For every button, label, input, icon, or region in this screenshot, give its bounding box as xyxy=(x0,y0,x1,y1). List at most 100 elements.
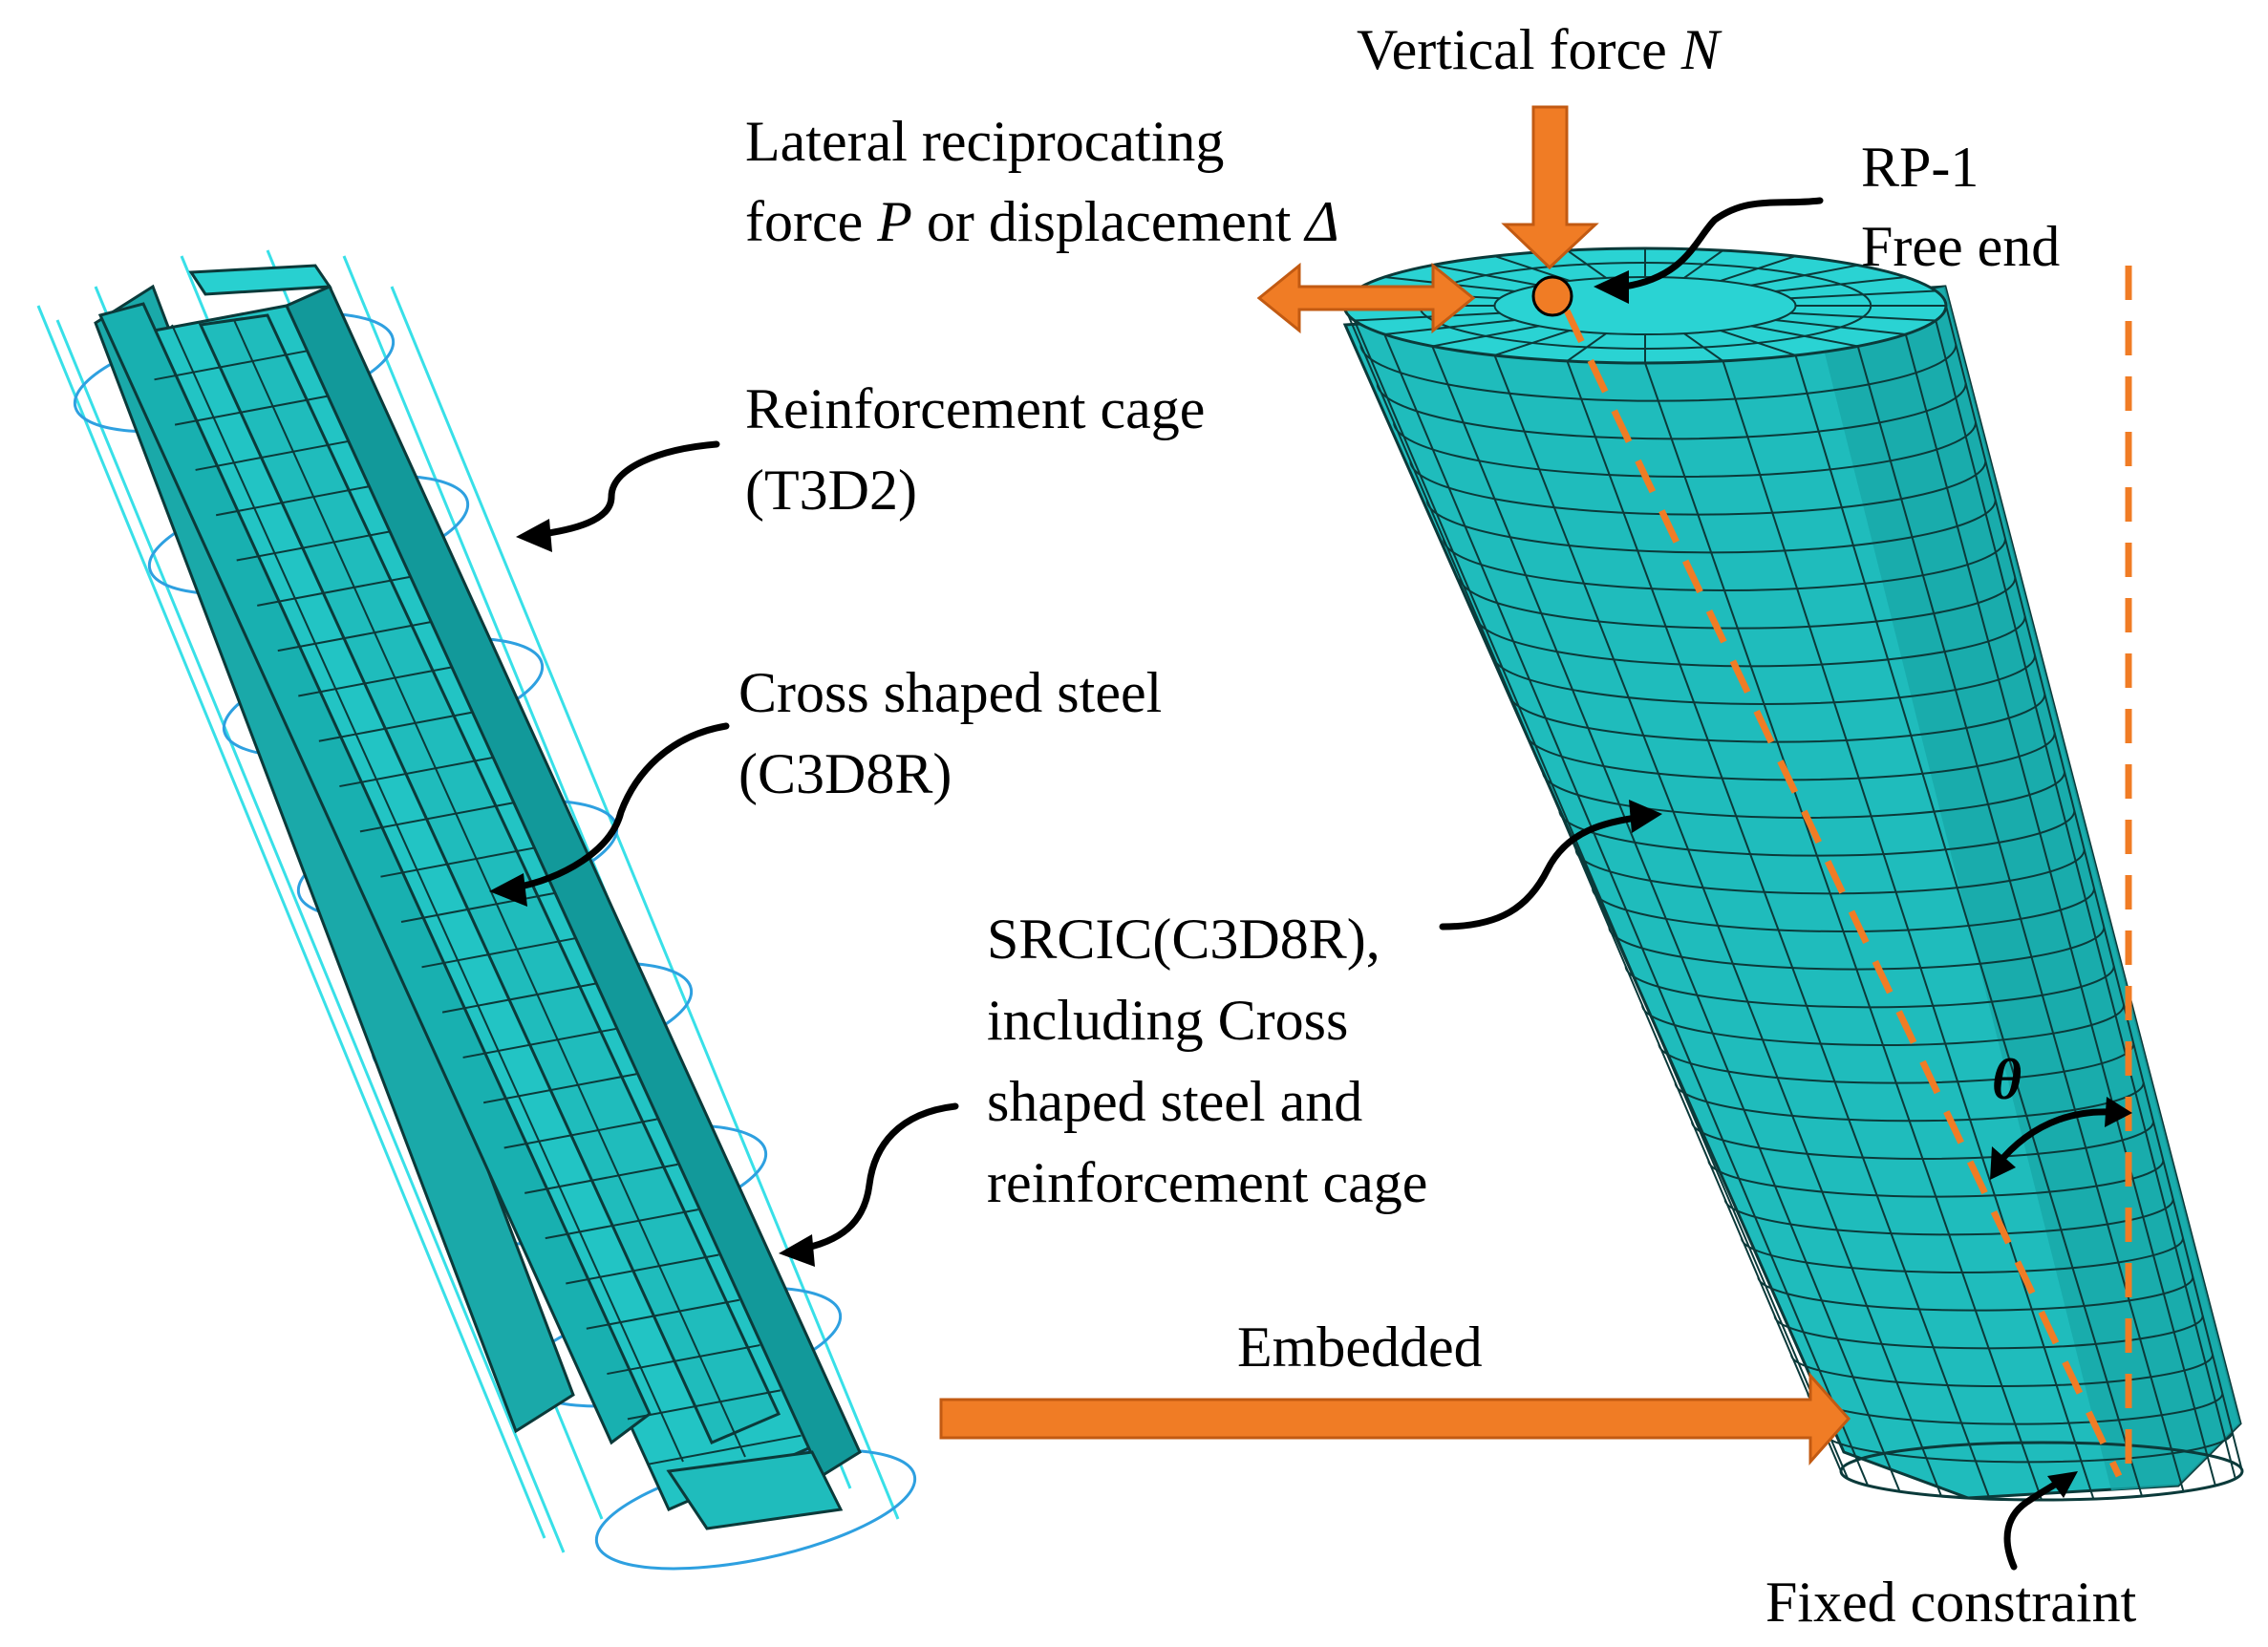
fixed-arrowhead xyxy=(2047,1471,2078,1498)
steel-mesh-line xyxy=(174,395,329,426)
column-mesh-generator xyxy=(1383,333,1870,1487)
steel-web-side xyxy=(285,285,862,1479)
steel-mesh-line xyxy=(503,1118,657,1149)
steel-label-line1: Cross shaped steel xyxy=(738,661,1162,724)
steel-mesh-line xyxy=(380,846,534,878)
steel-leader xyxy=(507,722,730,892)
steel-mesh-line xyxy=(627,1389,781,1421)
rebar-line xyxy=(55,319,566,1553)
srcic-arrowhead xyxy=(1629,800,1662,833)
top-mesh-spoke xyxy=(1566,249,1607,279)
steel-mesh-line xyxy=(359,802,514,833)
top-mesh-spoke xyxy=(1789,289,1936,300)
column-mesh-generator xyxy=(1904,333,2216,1487)
column-mesh-generator xyxy=(1794,354,2143,1497)
cage-label-line1: Reinforcement cage xyxy=(745,377,1205,440)
column-mesh-generator xyxy=(1935,320,2236,1480)
steel-mesh-line xyxy=(215,485,370,517)
theta-label: θ xyxy=(1992,1048,2022,1111)
steel-mesh-line xyxy=(566,1253,719,1285)
top-mesh-spoke xyxy=(1720,330,1796,356)
column-mesh-generator xyxy=(1722,360,2095,1500)
steel-mesh-line xyxy=(482,1073,637,1104)
leader-arrowheads xyxy=(489,270,2132,1498)
steel-mesh-line xyxy=(441,982,596,1014)
cage-leader xyxy=(531,440,720,539)
theta-arrowhead-right xyxy=(2105,1097,2132,1127)
steel-web-front-plate xyxy=(198,313,781,1444)
column-mesh-generator xyxy=(1343,305,1842,1472)
steel-flange-left xyxy=(97,302,652,1445)
embedded-arrow xyxy=(939,1372,1851,1465)
steel-mesh-line xyxy=(195,439,349,471)
steel-mesh-line xyxy=(236,530,390,562)
top-mesh-spoke xyxy=(1354,311,1501,322)
reference-point-dot-icon xyxy=(1531,275,1573,317)
steel-mesh-line xyxy=(277,621,431,652)
lateral-force-label-line1: Lateral reciprocating xyxy=(745,110,1224,173)
cage-arrowhead xyxy=(516,519,552,552)
column-mesh-generator xyxy=(1856,346,2185,1492)
column-bottom-edge xyxy=(1839,1441,2244,1502)
srcic-label-line1: SRCIC(C3D8R), xyxy=(987,908,1380,971)
steel-mesh-line xyxy=(421,937,575,969)
top-mesh-spoke xyxy=(1683,332,1724,362)
steel-mesh-line xyxy=(648,1434,802,1465)
top-mesh-spoke xyxy=(1494,330,1571,356)
lateral-force-label-line2: force P or displacement Δ xyxy=(745,190,1339,253)
rp-leader xyxy=(1620,197,1824,290)
steel-mesh-line xyxy=(586,1298,740,1330)
top-mesh-spoke xyxy=(1432,264,1540,287)
steel-mesh-lines xyxy=(154,319,802,1465)
top-mesh-spoke xyxy=(1683,249,1724,279)
steel-web-top xyxy=(188,264,332,296)
rp-label-line1: RP-1 xyxy=(1861,136,1979,199)
srcic-label-line3: shaped steel and xyxy=(987,1070,1362,1133)
steel-bottom-plate xyxy=(666,1450,844,1530)
cage-srcic-leader xyxy=(794,1102,959,1253)
srcic-column-model xyxy=(1342,246,2244,1502)
fixed-constraint-label: Fixed constraint xyxy=(1765,1571,2137,1634)
load-arrows xyxy=(939,105,1851,1465)
column-mesh-generator xyxy=(1644,362,2043,1501)
top-mesh-spoke xyxy=(1750,264,1858,287)
cage-srcic-arrowhead xyxy=(779,1234,815,1267)
srcic-label-line4: reinforcement cage xyxy=(987,1151,1427,1214)
steel-arrowhead xyxy=(489,873,527,907)
steel-cage-model xyxy=(36,249,917,1571)
theta-arrowhead-left xyxy=(1990,1146,2016,1180)
steel-mesh-line xyxy=(154,350,308,381)
column-mesh-lines xyxy=(1343,305,2243,1501)
column-mesh-generator xyxy=(1945,305,2243,1472)
vertical-force-arrow xyxy=(1501,105,1599,270)
column-mesh-generator xyxy=(1566,360,1991,1500)
top-mesh-spoke xyxy=(1720,255,1796,282)
top-mesh-spoke xyxy=(1774,319,1906,335)
column-mesh-generator xyxy=(1353,320,1850,1480)
top-mesh-spoke xyxy=(1789,311,1936,322)
steel-mesh-line xyxy=(339,757,493,788)
srcic-leader xyxy=(1439,813,1647,930)
steel-mesh-line xyxy=(607,1344,760,1376)
rp-label-line2: Free end xyxy=(1861,215,2060,278)
top-mesh-spoke xyxy=(1774,276,1906,292)
vertical-force-label: Vertical force N xyxy=(1357,18,1722,81)
steel-mesh-line xyxy=(318,711,473,742)
rebar-line xyxy=(36,305,546,1539)
column-axis-dashed-line xyxy=(1563,309,2123,1478)
top-mesh-spoke xyxy=(1432,325,1540,348)
top-mesh-spoke xyxy=(1566,332,1607,362)
top-face-mesh xyxy=(1344,248,1946,363)
steel-flange-back xyxy=(94,284,575,1434)
lateral-double-arrow xyxy=(1256,262,1476,334)
rp-arrowhead xyxy=(1594,270,1629,304)
steel-mesh-line xyxy=(400,892,555,923)
fixed-leader xyxy=(2003,1475,2067,1571)
column-mesh-generator xyxy=(1493,354,1942,1497)
top-mesh-spoke xyxy=(1750,325,1858,348)
column-shadow-side xyxy=(1815,287,2240,1490)
steel-mesh-line xyxy=(462,1027,616,1059)
steel-label-line2: (C3D8R) xyxy=(738,742,952,805)
steel-mesh-line xyxy=(545,1209,698,1240)
